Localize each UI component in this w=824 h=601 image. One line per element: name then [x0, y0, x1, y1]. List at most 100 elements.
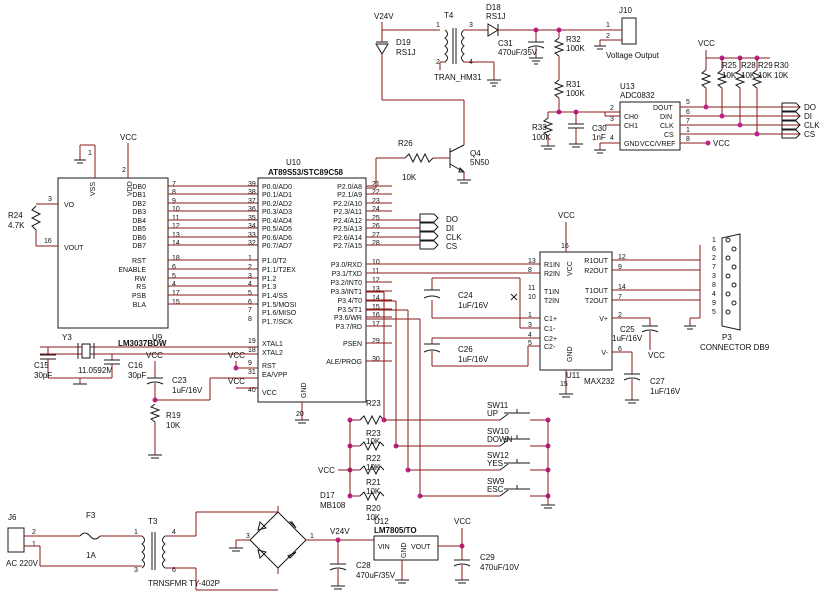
lcd-pin-label: ENABLE [118, 267, 146, 274]
svg-text:7: 7 [172, 181, 176, 188]
max-right-pin: T2OUT [585, 298, 609, 305]
svg-text:2: 2 [122, 167, 126, 174]
voltage-output-label: Voltage Output [606, 51, 660, 60]
v24v-top-label: V24V [374, 12, 394, 21]
net-di-mcu: DI [446, 224, 454, 233]
u13-label: U13 [620, 82, 635, 91]
r22-label: R22 [366, 454, 381, 463]
svg-text:17: 17 [372, 321, 380, 328]
r26-resistor [404, 152, 434, 164]
mcu-body [257, 177, 367, 403]
sw9-label: SW9 [487, 477, 505, 486]
u13-value: ADC0832 [620, 91, 655, 100]
svg-text:24: 24 [372, 206, 380, 213]
svg-text:VIN: VIN [378, 544, 390, 551]
c25-label: C25 [620, 325, 635, 334]
svg-text:8: 8 [248, 316, 252, 323]
f3-value: 1A [86, 551, 96, 560]
svg-text:18: 18 [248, 347, 256, 354]
mcu-left-pin: P1.0/T2 [262, 258, 287, 265]
vcc-buttons-label: VCC [318, 466, 335, 475]
r22-value: 10K [366, 463, 381, 472]
svg-text:3: 3 [134, 567, 138, 574]
svg-text:2: 2 [606, 33, 610, 40]
lcd-module-u9: VSS VDD VO VOUT Y3 U9 1 VCC 2 R24 4.7K 3… [8, 133, 258, 342]
c27-label: C27 [650, 377, 665, 386]
svg-text:5: 5 [172, 273, 176, 280]
svg-text:16: 16 [372, 312, 380, 319]
mcu-right-pin: P3.0/RXD [331, 262, 362, 269]
c26-label: C26 [458, 345, 473, 354]
lcd-pin-label: DB7 [132, 243, 146, 250]
svg-text:11: 11 [528, 285, 535, 292]
svg-text:1: 1 [686, 127, 690, 134]
svg-text:9: 9 [172, 198, 176, 205]
svg-text:2: 2 [32, 529, 36, 536]
svg-text:21: 21 [372, 181, 380, 188]
mcu-left-pin: XTAL2 [262, 350, 283, 357]
r33-value: 100K [532, 133, 551, 142]
lcd-pin-label: BLA [133, 302, 147, 309]
net-clk-mcu: CLK [446, 233, 462, 242]
svg-text:1: 1 [606, 22, 610, 29]
svg-text:10: 10 [528, 294, 536, 301]
r23-resistor [359, 414, 385, 426]
vcc-c25-label: VCC [648, 351, 665, 360]
lcd-pin-label: DB0 [132, 184, 146, 191]
svg-text:9: 9 [618, 264, 622, 271]
r20-value: 10K [366, 513, 381, 522]
net-di-right: DI [804, 112, 812, 121]
svg-text:1: 1 [88, 150, 92, 157]
pullup-r29 [734, 58, 746, 128]
svg-text:7: 7 [712, 264, 716, 271]
adc0832-section: U13 ADC0832 CH0 CH1 GND 2 3 4 DOUT DIN C… [594, 39, 820, 154]
sw11-label: SW11 [487, 401, 509, 410]
mcu-left-pin: P0.6/AD6 [262, 235, 292, 242]
svg-text:2: 2 [610, 105, 614, 112]
crystal-y [81, 343, 91, 359]
u9-label: U9 [152, 333, 163, 342]
svg-text:8: 8 [172, 189, 176, 196]
max-left-pin: R2IN [544, 271, 560, 278]
vcc-7805-label: VCC [454, 517, 471, 526]
r21-value: 10K [366, 487, 381, 496]
t4-label: T4 [444, 11, 454, 20]
svg-text:40: 40 [248, 387, 256, 394]
r21-label: R21 [366, 478, 381, 487]
svg-text:23: 23 [372, 198, 380, 205]
adc-din: DIN [660, 114, 672, 121]
c29-label: C29 [480, 553, 495, 562]
mcu-left-pin: P1.5/MOSI [262, 302, 296, 309]
svg-text:VDD: VDD [127, 181, 134, 196]
svg-text:3: 3 [610, 116, 614, 123]
sw12-label: SW12 [487, 451, 509, 460]
svg-text:10: 10 [372, 259, 380, 266]
d17-value: MB108 [320, 501, 346, 510]
t4-secondary [461, 29, 465, 63]
r31-label: R31 [566, 80, 581, 89]
d19-diode [375, 43, 389, 55]
svg-text:9: 9 [248, 360, 252, 367]
svg-text:7: 7 [686, 118, 690, 125]
d18-diode [487, 23, 499, 37]
svg-text:15: 15 [372, 304, 380, 311]
u13-chip [619, 101, 681, 151]
svg-text:13: 13 [172, 232, 180, 239]
r32-value: 100K [566, 44, 585, 53]
svg-text:4: 4 [712, 291, 716, 298]
svg-text:3: 3 [469, 22, 473, 29]
max-left-pin: C1- [544, 326, 556, 333]
svg-text:GND: GND [567, 346, 574, 362]
pullup-r28 [716, 58, 728, 119]
svg-text:1: 1 [248, 255, 252, 262]
t3-secondary [162, 535, 166, 569]
j6-label: J6 [8, 513, 17, 522]
svg-text:22: 22 [372, 189, 380, 196]
t3-primary [141, 535, 145, 569]
svg-text:GND: GND [401, 542, 408, 558]
